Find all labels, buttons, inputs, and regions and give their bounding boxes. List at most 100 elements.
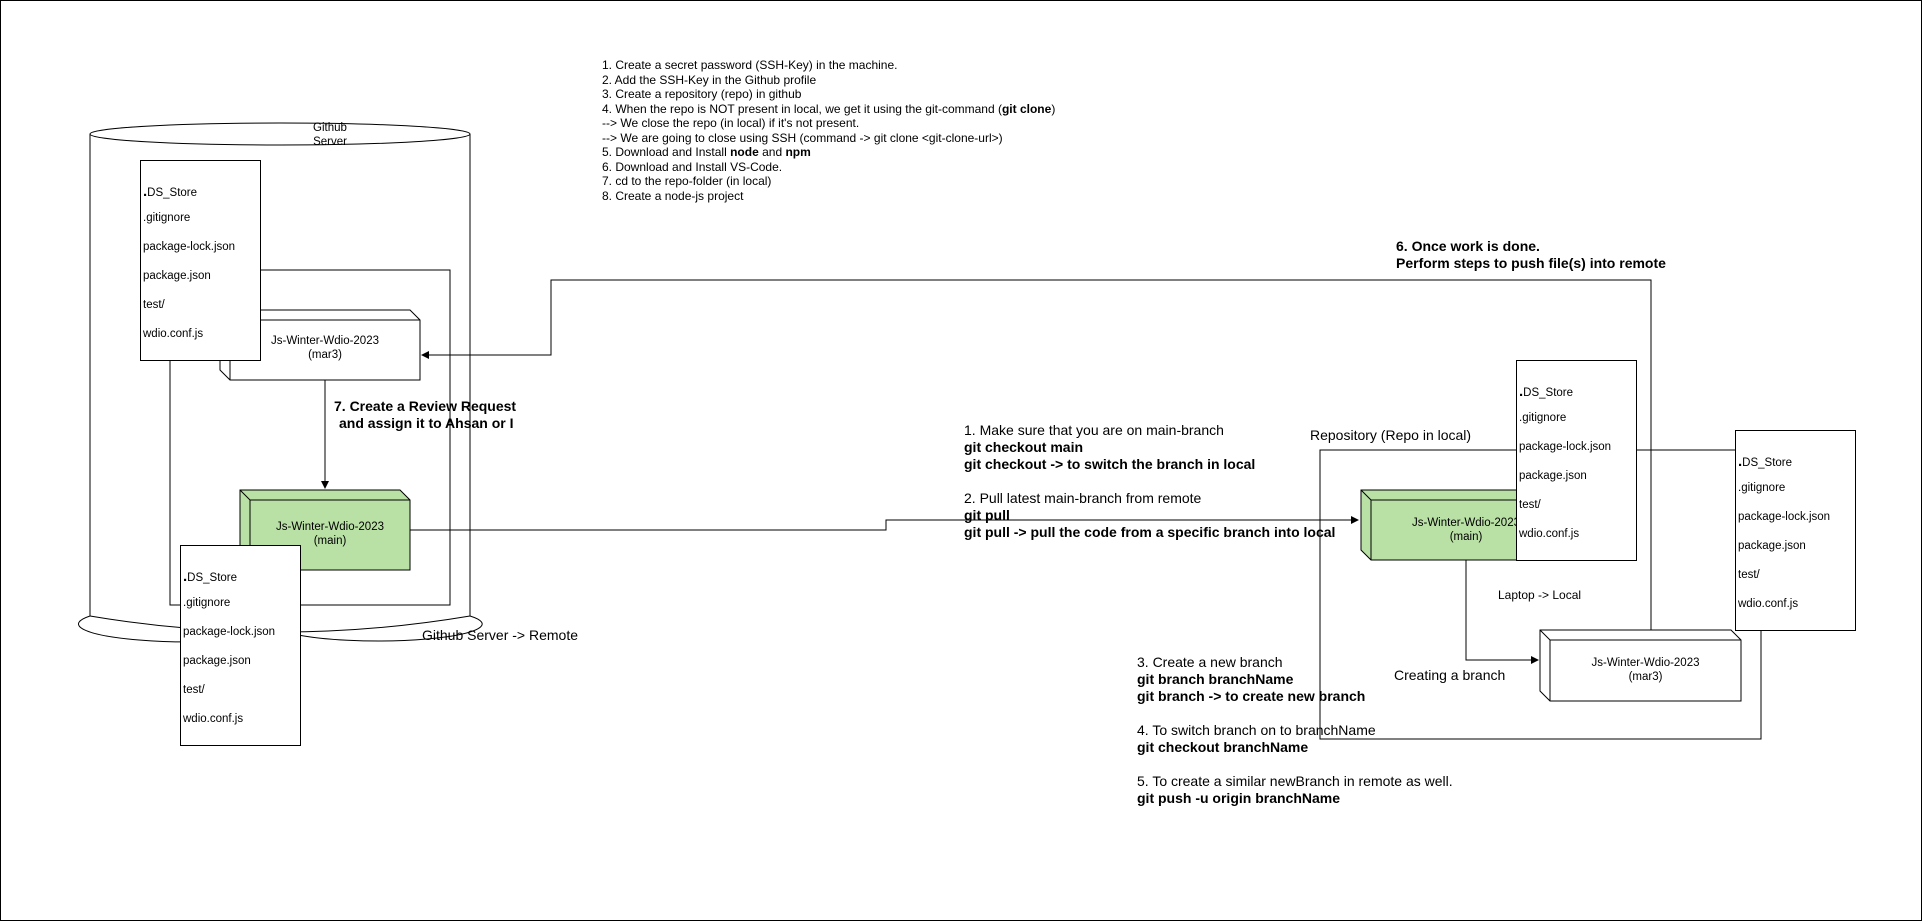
intro-step-5-and: and	[758, 145, 786, 159]
local-mar3-tag: (mar3)	[1628, 671, 1663, 683]
step4-cmd: git checkout branchName	[1137, 739, 1309, 755]
steps-1-2: 1. Make sure that you are on main-branch…	[964, 422, 1335, 541]
laptop-local-label: Laptop -> Local	[1498, 588, 1582, 602]
step5-cmd: git push -u origin branchName	[1137, 790, 1341, 806]
file-item: .DS_Store	[1738, 453, 1792, 470]
file-item: .gitignore	[143, 212, 191, 224]
file-item-label: DS_Store	[1523, 387, 1574, 399]
file-item: package-lock.json	[183, 626, 276, 638]
pull-arrow	[410, 516, 1359, 531]
local-repo-label: Repository (Repo in local)	[1310, 427, 1472, 443]
step6-desc: Perform steps to push file(s) into remot…	[1396, 255, 1666, 271]
remote-main-tag: (main)	[313, 535, 347, 547]
local-main-name: Js-Winter-Wdio-2023	[1412, 517, 1520, 529]
remote-main-name: Js-Winter-Wdio-2023	[276, 521, 384, 533]
intro-step-7: 7. cd to the repo-folder (in local)	[602, 174, 772, 188]
file-item: wdio.conf.js	[143, 328, 204, 340]
local-mar3-branch[interactable]: Js-Winter-Wdio-2023 (mar3)	[1550, 656, 1741, 684]
intro-step-4-cmd: git clone	[1001, 101, 1052, 116]
step-7: 7. Create a Review Request and assign it…	[334, 398, 516, 432]
file-item: test/	[183, 684, 205, 696]
step1-desc: git checkout -> to switch the branch in …	[964, 456, 1256, 472]
github-server-label-line1: Github	[313, 122, 347, 134]
file-item: wdio.conf.js	[1738, 598, 1799, 610]
intro-step-3: 3. Create a repository (repo) in github	[602, 87, 802, 101]
step1-title: 1. Make sure that you are on main-branch	[964, 422, 1224, 438]
remote-main-branch[interactable]: Js-Winter-Wdio-2023 (main)	[250, 520, 410, 548]
step-6: 6. Once work is done. Perform steps to p…	[1396, 238, 1666, 272]
file-item: package.json	[143, 270, 211, 282]
intro-step-4: 4. When the repo is NOT present in local…	[602, 102, 1055, 117]
file-item-label: DS_Store	[1742, 457, 1793, 469]
creating-branch-label: Creating a branch	[1394, 667, 1506, 683]
step5-title: 5. To create a similar newBranch in remo…	[1137, 773, 1453, 789]
file-item-dot: .	[183, 568, 188, 585]
file-item: package.json	[1738, 540, 1806, 552]
file-item-dot: .	[143, 183, 148, 200]
file-list-remote-top: .DS_Store .gitignore package-lock.json pack…	[140, 160, 261, 361]
github-server-label: Github Server	[300, 121, 360, 149]
intro-step-1: 1. Create a secret password (SSH-Key) in…	[602, 58, 898, 72]
file-list-local-right: .DS_Store .gitignore package-lock.json pack…	[1735, 430, 1856, 631]
intro-step-5-text: 5. Download and Install	[602, 145, 731, 159]
local-main-tag: (main)	[1449, 531, 1483, 543]
file-item: .DS_Store	[143, 183, 197, 200]
file-item: package-lock.json	[1519, 441, 1612, 453]
intro-steps: 1. Create a secret password (SSH-Key) in…	[602, 58, 1055, 203]
github-server-label-line2: Server	[313, 136, 347, 148]
step7-title: 7. Create a Review Request	[334, 398, 517, 414]
intro-step-4a: --> We close the repo (in local) if it's…	[602, 116, 860, 130]
local-main-branch[interactable]: Js-Winter-Wdio-2023 (main)	[1371, 516, 1561, 544]
step4-title: 4. To switch branch on to branchName	[1137, 722, 1376, 738]
intro-step-4b: --> We are going to close using SSH (com…	[602, 130, 1003, 145]
step1-cmd: git checkout main	[964, 439, 1084, 455]
remote-mar3-tag: (mar3)	[308, 349, 342, 361]
local-mar3-name: Js-Winter-Wdio-2023	[1591, 657, 1700, 669]
file-item-dot: .	[1738, 453, 1743, 470]
file-item: test/	[1519, 499, 1541, 511]
step3-cmd: git branch branchName	[1137, 671, 1294, 687]
file-item: .gitignore	[1519, 412, 1567, 424]
remote-mar3-name: Js-Winter-Wdio-2023	[271, 335, 379, 347]
file-item: package-lock.json	[1738, 511, 1831, 523]
file-item: .gitignore	[183, 597, 231, 609]
intro-step-5: 5. Download and Install node and npm	[602, 145, 1055, 160]
file-item: package.json	[183, 655, 251, 667]
intro-step-4-text: 4. When the repo is NOT present in local…	[602, 101, 1002, 116]
file-item: .DS_Store	[1519, 383, 1573, 400]
push-arrow	[421, 279, 1652, 630]
file-item-dot: .	[1519, 383, 1524, 400]
intro-step-8: 8. Create a node-js project	[602, 188, 744, 203]
file-item-label: DS_Store	[147, 187, 198, 199]
intro-step-5-npm: npm	[785, 145, 811, 159]
file-list-local-center: .DS_Store .gitignore package-lock.json pack…	[1516, 360, 1637, 561]
steps-3-5: 3. Create a new branch git branch branch…	[1137, 654, 1453, 807]
file-item: package-lock.json	[143, 241, 236, 253]
file-item: test/	[143, 299, 165, 311]
local-mar3-box-shape	[1539, 629, 1742, 702]
file-item: package.json	[1519, 470, 1587, 482]
github-server-caption: Github Server -> Remote	[422, 627, 579, 643]
intro-step-6: 6. Download and Install VS-Code.	[602, 159, 783, 174]
step3-title: 3. Create a new branch	[1137, 654, 1283, 670]
step2-cmd: git pull	[964, 507, 1010, 523]
create-branch-arrow	[1465, 560, 1539, 664]
intro-step-2: 2. Add the SSH-Key in the Github profile	[602, 72, 817, 87]
file-item: .DS_Store	[183, 568, 237, 585]
file-item: test/	[1738, 569, 1760, 581]
step7-desc: and assign it to Ahsan or I	[339, 415, 514, 431]
file-item: wdio.conf.js	[183, 713, 244, 725]
step2-desc: git pull -> pull the code from a specifi…	[964, 524, 1336, 540]
step6-title: 6. Once work is done.	[1396, 238, 1540, 254]
file-item: .gitignore	[1738, 482, 1786, 494]
intro-step-4-close: )	[1051, 101, 1056, 116]
step3-desc: git branch -> to create new branch	[1137, 688, 1366, 704]
intro-step-5-node: node	[730, 145, 759, 159]
remote-mar3-branch[interactable]: Js-Winter-Wdio-2023 (mar3)	[230, 334, 420, 362]
step2-title: 2. Pull latest main-branch from remote	[964, 490, 1202, 506]
file-item: wdio.conf.js	[1519, 528, 1580, 540]
file-list-remote-bottom: .DS_Store .gitignore package-lock.json pack…	[180, 545, 301, 746]
file-item-label: DS_Store	[187, 572, 238, 584]
remote-repo-frame	[169, 269, 451, 606]
